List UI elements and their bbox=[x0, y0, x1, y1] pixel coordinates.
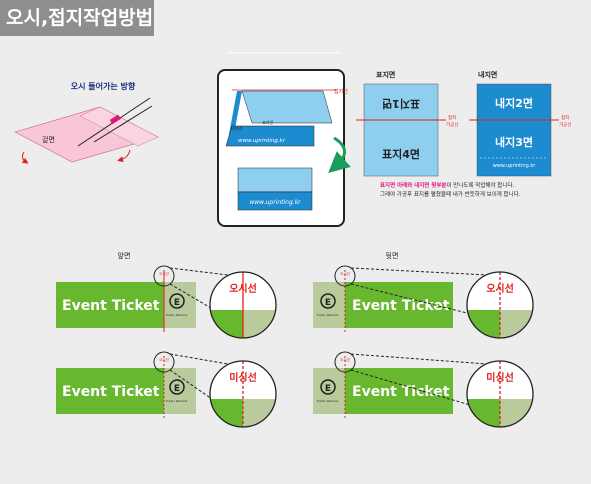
svg-text:가공선: 가공선 bbox=[559, 121, 571, 128]
svg-text:오시선: 오시선 bbox=[340, 357, 350, 362]
inner-sheet bbox=[476, 83, 552, 177]
magnified-circle: 미싱선 bbox=[209, 360, 277, 428]
svg-text:Ticket / Welcome: Ticket / Welcome bbox=[317, 399, 339, 403]
svg-text:오시선: 오시선 bbox=[340, 271, 350, 276]
page-title: 오시,접지작업방법 bbox=[0, 0, 154, 36]
folded-bottom bbox=[237, 191, 313, 211]
svg-text:표지면: 표지면 bbox=[376, 70, 395, 79]
fold-arrow bbox=[328, 136, 351, 173]
zoom-callout bbox=[153, 265, 175, 287]
svg-text:www.uprinting.kr: www.uprinting.kr bbox=[493, 163, 537, 169]
folded-top bbox=[237, 167, 313, 193]
svg-text:오시선: 오시선 bbox=[159, 357, 169, 362]
svg-text:Ticket / Welcome: Ticket / Welcome bbox=[166, 313, 188, 317]
fold-direction-label: 오시 들어가는 방향 bbox=[71, 81, 136, 91]
score-mark bbox=[109, 114, 121, 125]
svg-text:www.uprinting.kr: www.uprinting.kr bbox=[249, 199, 301, 206]
svg-text:내지면: 내지면 bbox=[478, 70, 497, 79]
zoom-callout bbox=[153, 351, 175, 373]
svg-text:E: E bbox=[174, 298, 180, 308]
svg-text:미싱선: 미싱선 bbox=[486, 371, 514, 384]
svg-text:오시선: 오시선 bbox=[486, 282, 514, 295]
cover-page-1: 표지1면 bbox=[382, 97, 420, 111]
ticket-front-score: Event Ticket E Ticket / Welcome 오시선 오시선 bbox=[56, 265, 277, 339]
zoom-callout bbox=[334, 265, 356, 287]
spread-note-line1: 표지면 아래와 내지면 윗부분이 만나도록 작업해야 합니다. bbox=[380, 181, 514, 189]
svg-text:가공선: 가공선 bbox=[446, 121, 458, 128]
svg-text:접지: 접지 bbox=[561, 114, 569, 121]
inner-page bbox=[225, 125, 315, 147]
svg-text:E: E bbox=[174, 384, 180, 394]
svg-text:Ticket / Welcome: Ticket / Welcome bbox=[317, 313, 339, 317]
score-line-bottom bbox=[93, 105, 153, 143]
fold-arrow-left bbox=[21, 151, 29, 164]
svg-text:E: E bbox=[325, 384, 331, 394]
svg-text:Ticket / Welcome: Ticket / Welcome bbox=[166, 399, 188, 403]
front-side-label: 앞면 bbox=[118, 251, 131, 260]
magnified-circle: 오시선 bbox=[466, 271, 534, 339]
magnified-circle: 미싱선 bbox=[466, 360, 534, 428]
svg-text:오시선: 오시선 bbox=[229, 282, 257, 295]
svg-text:오시선: 오시선 bbox=[159, 271, 169, 276]
fold-direction-illustration: 오시 들어가는 방향 겉면 bbox=[14, 81, 159, 164]
cover-flap bbox=[241, 90, 333, 124]
svg-text:www.uprinting.kr: www.uprinting.kr bbox=[238, 138, 286, 144]
svg-text:미싱선: 미싱선 bbox=[229, 371, 257, 384]
panel-label: 겉면 bbox=[42, 135, 55, 144]
svg-text:표지면: 표지면 bbox=[262, 119, 273, 125]
svg-text:내지면: 내지면 bbox=[231, 125, 242, 131]
svg-text:Event Ticket: Event Ticket bbox=[62, 298, 160, 314]
cover-sheet bbox=[363, 83, 439, 177]
svg-text:Event Ticket: Event Ticket bbox=[352, 298, 450, 314]
spread-note-line2: 그래야 가공후 표지를 펼쳤을때 내가 반듯하게 보이게 합니다. bbox=[380, 190, 521, 198]
svg-text:Event Ticket: Event Ticket bbox=[352, 384, 450, 400]
zoom-callout bbox=[334, 351, 356, 373]
magnified-circle: 오시선 bbox=[209, 271, 277, 339]
svg-text:Event Ticket: Event Ticket bbox=[62, 384, 160, 400]
fold-arrow-right bbox=[117, 149, 131, 163]
svg-text:접지: 접지 bbox=[448, 114, 456, 121]
ticket-back-perforation: E Ticket / Welcome Event Ticket 오시선 미싱선 bbox=[313, 351, 534, 428]
svg-text:E: E bbox=[325, 298, 331, 308]
back-side-label: 뒷면 bbox=[386, 251, 399, 260]
inner-page-3: 내지3면 bbox=[495, 135, 533, 149]
spread-illustration: 표지면 내지면 표지1면 표지4면 접지 가공선 내지2면 내지3면 www.u… bbox=[356, 70, 571, 198]
inner-page-2: 내지2면 bbox=[495, 96, 533, 110]
cover-page-4: 표지4면 bbox=[382, 147, 420, 161]
booklet-illustration: 접지선 표지면 내지면 www.uprinting.kr www.uprinti… bbox=[217, 52, 351, 227]
ticket-back-score: E Ticket / Welcome Event Ticket 오시선 오시선 bbox=[313, 265, 534, 339]
svg-text:접지선: 접지선 bbox=[334, 88, 348, 95]
ticket-front-perforation: Event Ticket E Ticket / Welcome 오시선 미싱선 bbox=[56, 351, 277, 428]
